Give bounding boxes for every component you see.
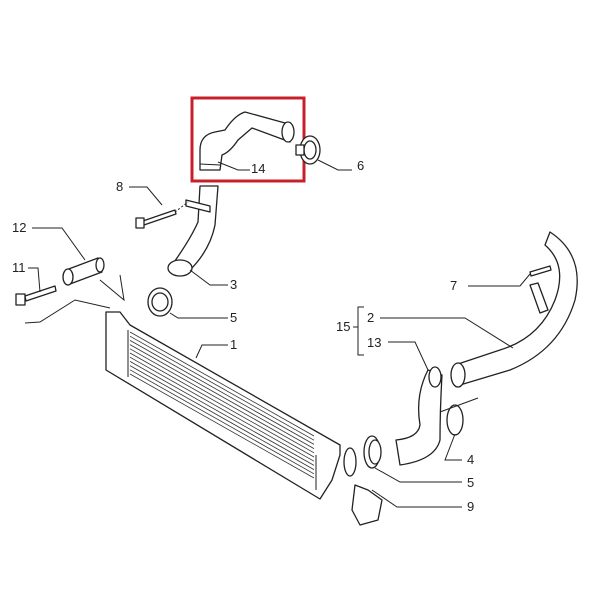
- intercooler-fin-line: [129, 361, 315, 466]
- callout-12: 12: [12, 220, 26, 235]
- callout-2: 2: [367, 310, 374, 325]
- part-4-clamp[interactable]: [446, 404, 464, 436]
- part-14-hose[interactable]: [199, 111, 295, 171]
- callout-4: 4: [467, 452, 474, 467]
- callout-5-upper: 5: [230, 310, 237, 325]
- callout-9: 9: [467, 499, 474, 514]
- intercooler-fin-line: [129, 331, 315, 437]
- part-6-clamp[interactable]: [295, 135, 321, 165]
- callout-8: 8: [116, 179, 123, 194]
- intercooler-fin-line: [129, 365, 315, 470]
- part-2-hose[interactable]: [450, 231, 578, 388]
- intercooler-fin-line: [129, 373, 315, 479]
- intercooler-fin-line: [129, 348, 315, 454]
- intercooler-fin-line: [129, 369, 315, 475]
- part-1-intercooler[interactable]: [105, 311, 357, 500]
- part-13-hose[interactable]: [395, 366, 443, 466]
- part-8-bolt[interactable]: [135, 201, 189, 229]
- intercooler-fin-line: [129, 352, 315, 458]
- callout-14: 14: [251, 161, 265, 176]
- part-11-bolt[interactable]: [15, 285, 57, 306]
- part-5-clamp-lower[interactable]: [363, 435, 382, 469]
- callout-11: 11: [12, 260, 26, 275]
- part-5-clamp-upper[interactable]: [147, 287, 173, 317]
- intercooler-fin-line: [129, 340, 315, 445]
- callout-6: 6: [357, 158, 364, 173]
- callout-13: 13: [367, 335, 381, 350]
- leader-lines: [24, 159, 531, 508]
- intercooler-fin-line: [129, 344, 315, 449]
- part-12-spacer[interactable]: [62, 257, 105, 286]
- intercooler-fin-line: [129, 335, 315, 441]
- callout-5-lower: 5: [467, 475, 474, 490]
- part-9-bracket[interactable]: [351, 484, 383, 526]
- intercooler-fin-line: [129, 356, 315, 462]
- intercooler-fins: [129, 331, 315, 479]
- callout-3: 3: [230, 277, 237, 292]
- callout-15: 15: [336, 319, 350, 334]
- part-7-bolt[interactable]: [529, 265, 552, 277]
- callout-1: 1: [230, 337, 237, 352]
- part-3-hose[interactable]: [167, 185, 219, 277]
- callout-7: 7: [450, 278, 457, 293]
